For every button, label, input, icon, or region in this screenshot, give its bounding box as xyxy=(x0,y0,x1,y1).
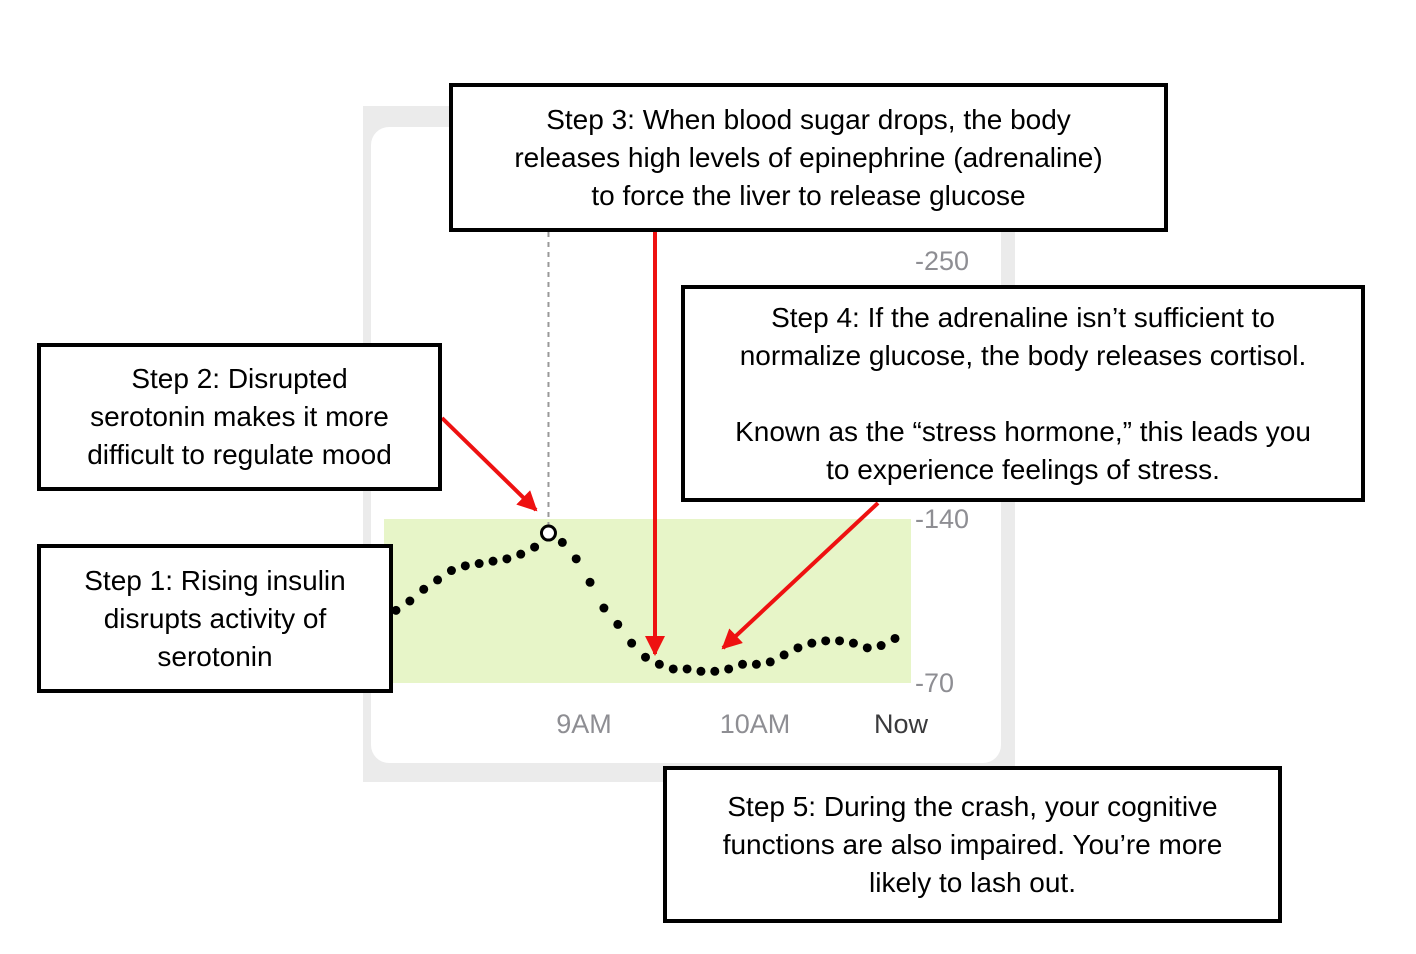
note-step2-text: Step 2: Disrupted serotonin makes it mor… xyxy=(87,363,392,470)
data-point xyxy=(696,666,706,676)
x-tick-label: Now xyxy=(874,709,929,739)
data-point xyxy=(557,537,567,547)
data-point xyxy=(474,559,484,569)
data-point xyxy=(599,603,609,613)
arrow-step2 xyxy=(440,416,538,512)
y-tick-label: -140 xyxy=(915,504,969,534)
data-point xyxy=(627,638,637,648)
note-step3: Step 3: When blood sugar drops, the body… xyxy=(449,83,1168,232)
data-point xyxy=(585,577,595,587)
note-step1: Step 1: Rising insulin disrupts activity… xyxy=(37,544,393,693)
x-tick-label: 9AM xyxy=(556,709,612,739)
data-point xyxy=(890,633,900,643)
data-point xyxy=(876,641,886,651)
data-point xyxy=(571,554,581,564)
data-point xyxy=(641,652,650,662)
data-point xyxy=(502,554,512,564)
x-axis-ticks: 9AM 10AM Now xyxy=(556,709,928,739)
data-point xyxy=(405,596,415,606)
note-step4-text: Step 4: If the adrenaline isn’t sufficie… xyxy=(735,301,1311,485)
data-point xyxy=(724,664,734,674)
data-point xyxy=(488,556,498,566)
data-point xyxy=(807,638,817,648)
data-point xyxy=(862,643,872,653)
data-point xyxy=(516,549,526,559)
arrow-step4 xyxy=(721,501,880,650)
data-point xyxy=(433,575,443,585)
data-point xyxy=(419,584,429,594)
highlighted-data-point xyxy=(539,524,557,542)
data-point xyxy=(751,659,761,669)
note-step2: Step 2: Disrupted serotonin makes it mor… xyxy=(37,343,442,491)
data-point xyxy=(460,561,470,571)
data-point xyxy=(765,657,775,667)
data-point xyxy=(821,636,831,646)
data-point xyxy=(668,664,678,674)
note-step3-text: Step 3: When blood sugar drops, the body… xyxy=(514,103,1103,211)
data-point xyxy=(613,619,623,629)
data-point xyxy=(446,566,456,576)
data-point xyxy=(848,638,858,648)
y-axis-ticks: -70 -140 -250 xyxy=(915,246,969,698)
y-tick-label: -250 xyxy=(915,246,969,276)
data-point xyxy=(793,643,803,653)
x-tick-label: 10AM xyxy=(720,709,791,739)
annotation-arrows xyxy=(440,230,880,656)
data-point xyxy=(710,666,720,676)
note-step4: Step 4: If the adrenaline isn’t sufficie… xyxy=(681,285,1365,502)
data-point xyxy=(738,659,748,669)
data-point xyxy=(835,636,845,646)
note-step1-text: Step 1: Rising insulin disrupts activity… xyxy=(84,564,346,672)
data-point xyxy=(779,650,789,660)
data-point xyxy=(654,659,664,669)
data-point xyxy=(391,605,401,615)
data-points xyxy=(391,524,900,676)
y-tick-label: -70 xyxy=(915,668,954,698)
note-step5: Step 5: During the crash, your cognitive… xyxy=(663,766,1282,923)
data-point xyxy=(530,542,540,552)
note-step5-text: Step 5: During the crash, your cognitive… xyxy=(722,790,1223,898)
data-point xyxy=(682,664,692,674)
